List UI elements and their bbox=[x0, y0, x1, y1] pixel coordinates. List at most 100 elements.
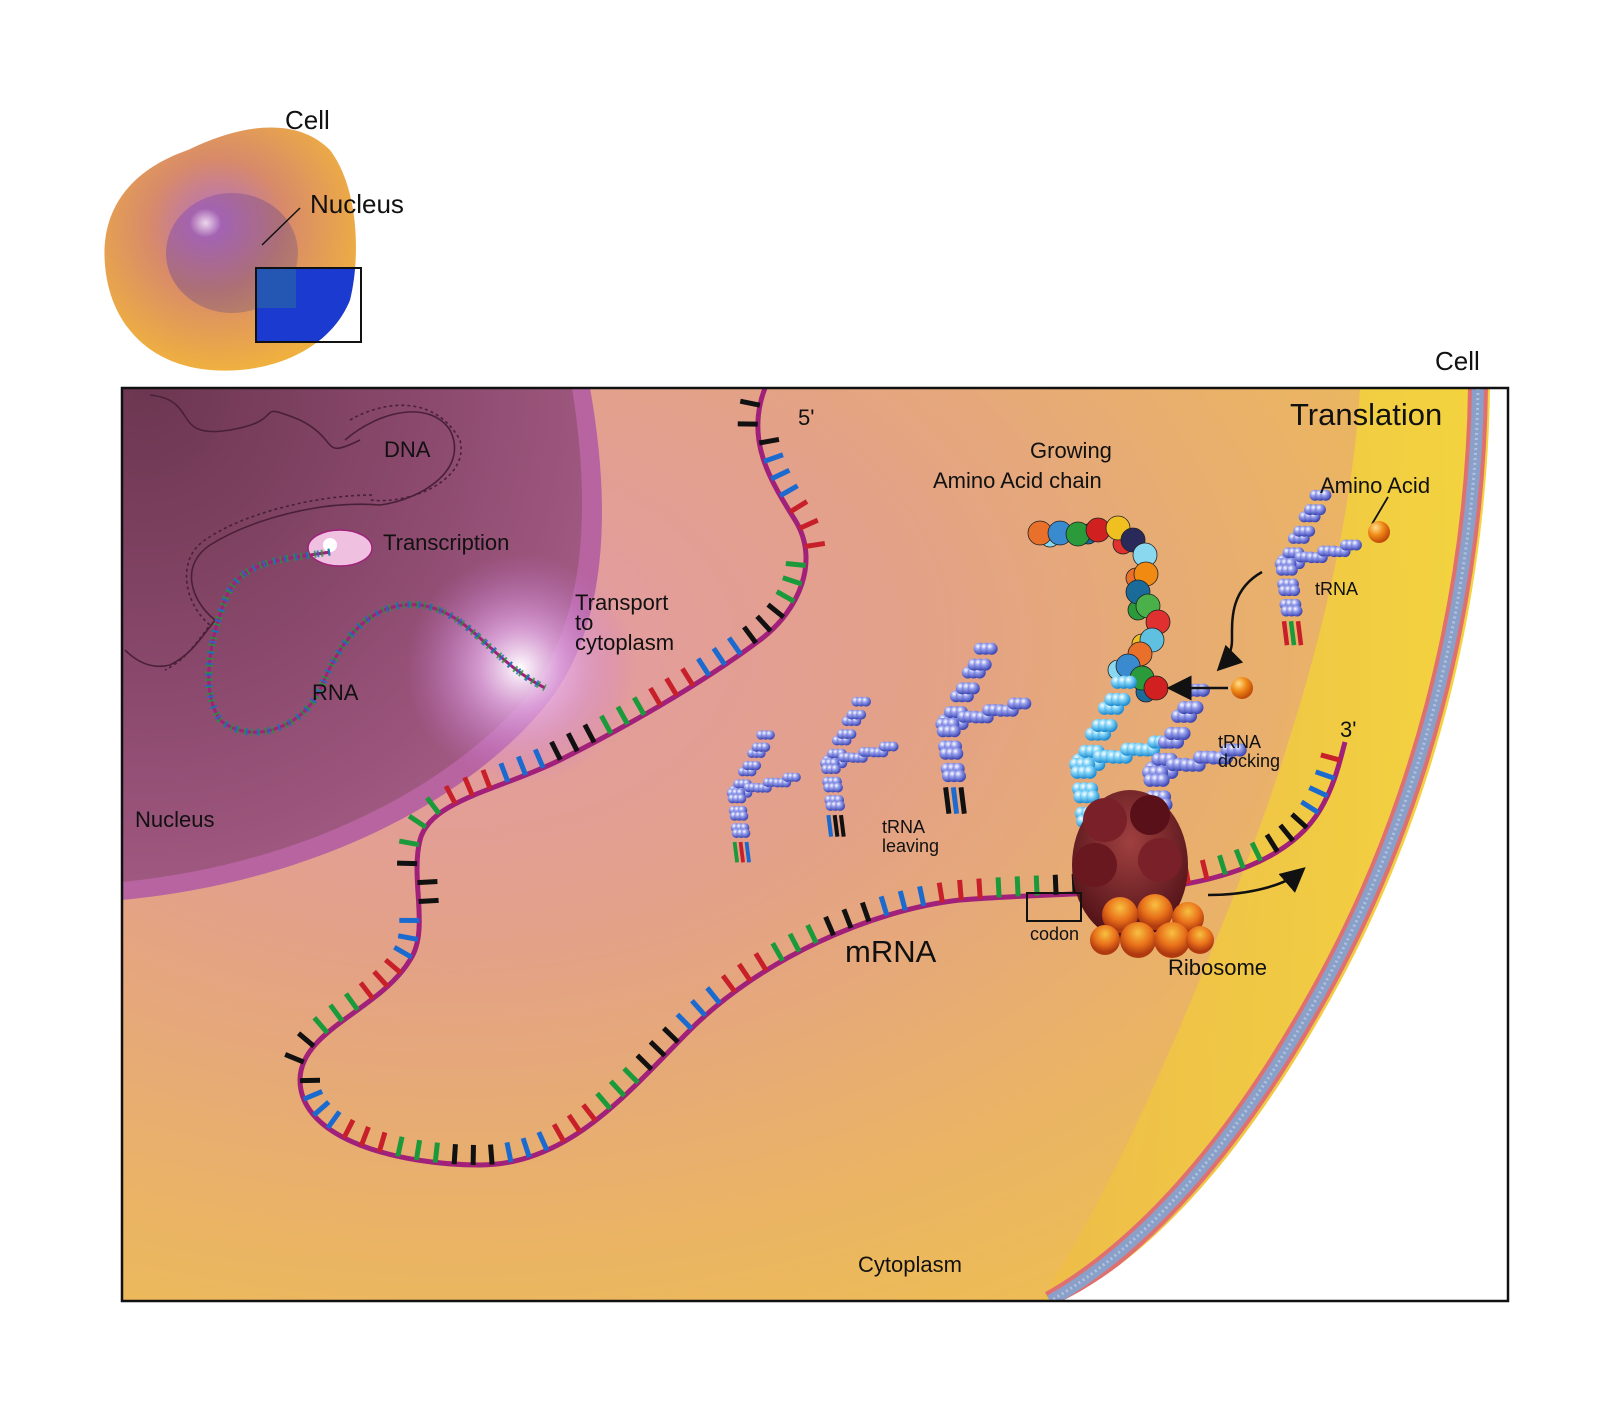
mrna-base bbox=[957, 879, 964, 901]
mrna-base bbox=[358, 1125, 371, 1147]
dna-label: DNA bbox=[384, 437, 431, 462]
mrna-base bbox=[608, 1079, 627, 1098]
mrna-base bbox=[753, 952, 769, 972]
mrna-base bbox=[488, 1144, 495, 1165]
mrna-base bbox=[1314, 769, 1336, 781]
mrna-base bbox=[1052, 874, 1059, 895]
growing-chain-label-1: Growing bbox=[1030, 438, 1112, 463]
three-prime-label: 3' bbox=[1340, 717, 1356, 742]
mrna-base bbox=[581, 1103, 598, 1123]
main-cell-label: Cell bbox=[1435, 346, 1480, 376]
five-prime-label: 5' bbox=[798, 405, 814, 430]
mrna-base bbox=[312, 1016, 330, 1035]
mrna-base bbox=[566, 1113, 583, 1134]
mrna-base bbox=[705, 986, 722, 1005]
amino-acid bbox=[1368, 521, 1390, 543]
mrna-base bbox=[1300, 799, 1320, 815]
mrna-base bbox=[711, 646, 727, 667]
mrna-base bbox=[1278, 823, 1295, 843]
ribosome-small-subunit bbox=[1090, 894, 1214, 958]
trna-leaving-label-1: tRNA bbox=[882, 817, 925, 837]
mrna-base bbox=[1233, 848, 1246, 870]
inset-nucleus-label: Nucleus bbox=[310, 189, 404, 219]
mrna-base bbox=[897, 890, 908, 911]
mrna-base bbox=[462, 776, 475, 797]
mrna-base bbox=[805, 923, 819, 945]
mrna-base bbox=[296, 1031, 316, 1049]
mrna-base bbox=[648, 1040, 667, 1058]
mrna-label: mRNA bbox=[845, 934, 937, 969]
mrna-base bbox=[343, 992, 360, 1012]
inset-zoom-box bbox=[255, 267, 362, 343]
mrna-base bbox=[358, 981, 375, 1001]
amino-acid-pointer bbox=[1371, 496, 1389, 525]
mrna-base bbox=[739, 398, 761, 408]
mrna-base bbox=[341, 1118, 356, 1139]
mrna-base bbox=[778, 483, 799, 498]
mrna-base bbox=[766, 602, 786, 620]
mrna-base bbox=[1290, 812, 1309, 830]
mrna-base bbox=[878, 895, 890, 917]
mrna-base bbox=[515, 755, 528, 777]
mrna-base bbox=[936, 882, 945, 903]
mrna-base bbox=[582, 723, 597, 744]
mrna-base bbox=[635, 1053, 654, 1072]
mrna-base bbox=[302, 1089, 324, 1102]
trna-incoming-arrow bbox=[1216, 570, 1263, 672]
trna-label: tRNA bbox=[1315, 579, 1358, 599]
mrna-base bbox=[1320, 752, 1341, 763]
mrna-base bbox=[976, 878, 983, 899]
transport-label-1: Transport bbox=[575, 590, 668, 615]
transport-label-2: to bbox=[575, 610, 593, 635]
inset-cell-label: Cell bbox=[285, 105, 330, 135]
mrna-base bbox=[782, 575, 803, 587]
transcription-label: Transcription bbox=[383, 530, 509, 555]
mrna-base bbox=[504, 1141, 514, 1163]
mrna-base bbox=[398, 838, 420, 848]
mrna-base bbox=[425, 796, 442, 816]
mrna-base bbox=[325, 1110, 342, 1130]
main-panel bbox=[122, 388, 1508, 1301]
ribosome-label: Ribosome bbox=[1168, 955, 1267, 980]
mrna-base bbox=[1014, 876, 1021, 897]
amino-acid-incoming bbox=[1231, 677, 1253, 699]
mrna-base bbox=[696, 657, 712, 677]
mrna-base bbox=[595, 1091, 613, 1111]
mrna-base bbox=[551, 1123, 567, 1143]
mrna-base bbox=[622, 1066, 640, 1085]
mrna-base bbox=[823, 915, 836, 937]
mrna-base bbox=[995, 877, 1002, 898]
growing-chain-label-2: Amino Acid chain bbox=[933, 468, 1102, 493]
mrna-base bbox=[726, 636, 743, 656]
mrna-base bbox=[787, 932, 802, 953]
mrna-base bbox=[736, 962, 753, 983]
mrna-base bbox=[720, 974, 737, 994]
trna-leaving-3 bbox=[935, 642, 1032, 815]
mrna-base bbox=[742, 625, 758, 645]
mrna-base bbox=[675, 1012, 694, 1031]
mrna-base bbox=[770, 467, 791, 482]
mrna-base bbox=[775, 589, 796, 604]
rna-label: RNA bbox=[312, 680, 359, 705]
mrna-base bbox=[859, 901, 872, 923]
inset-cell: Cell Nucleus bbox=[104, 105, 404, 371]
nucleus-label: Nucleus bbox=[135, 807, 214, 832]
trna-leaving-1 bbox=[726, 730, 801, 863]
trna-leaving-label-2: leaving bbox=[882, 836, 939, 856]
mrna-base bbox=[1249, 841, 1264, 862]
mrna-base bbox=[395, 1136, 405, 1157]
ribosome bbox=[1072, 790, 1214, 958]
codon-box bbox=[1026, 892, 1082, 922]
mrna-base bbox=[648, 686, 663, 707]
mrna-base bbox=[407, 813, 428, 830]
mrna-base bbox=[1217, 854, 1228, 876]
mrna-base bbox=[798, 517, 819, 531]
mrna-base bbox=[758, 436, 780, 446]
mrna-base bbox=[664, 677, 679, 697]
mrna-base bbox=[785, 560, 806, 568]
mrna-base bbox=[532, 748, 546, 769]
mrna-base bbox=[770, 942, 785, 962]
inset-nucleus-pointer bbox=[261, 207, 301, 246]
mrna-base bbox=[661, 1026, 680, 1044]
mrna-base bbox=[284, 1052, 305, 1065]
